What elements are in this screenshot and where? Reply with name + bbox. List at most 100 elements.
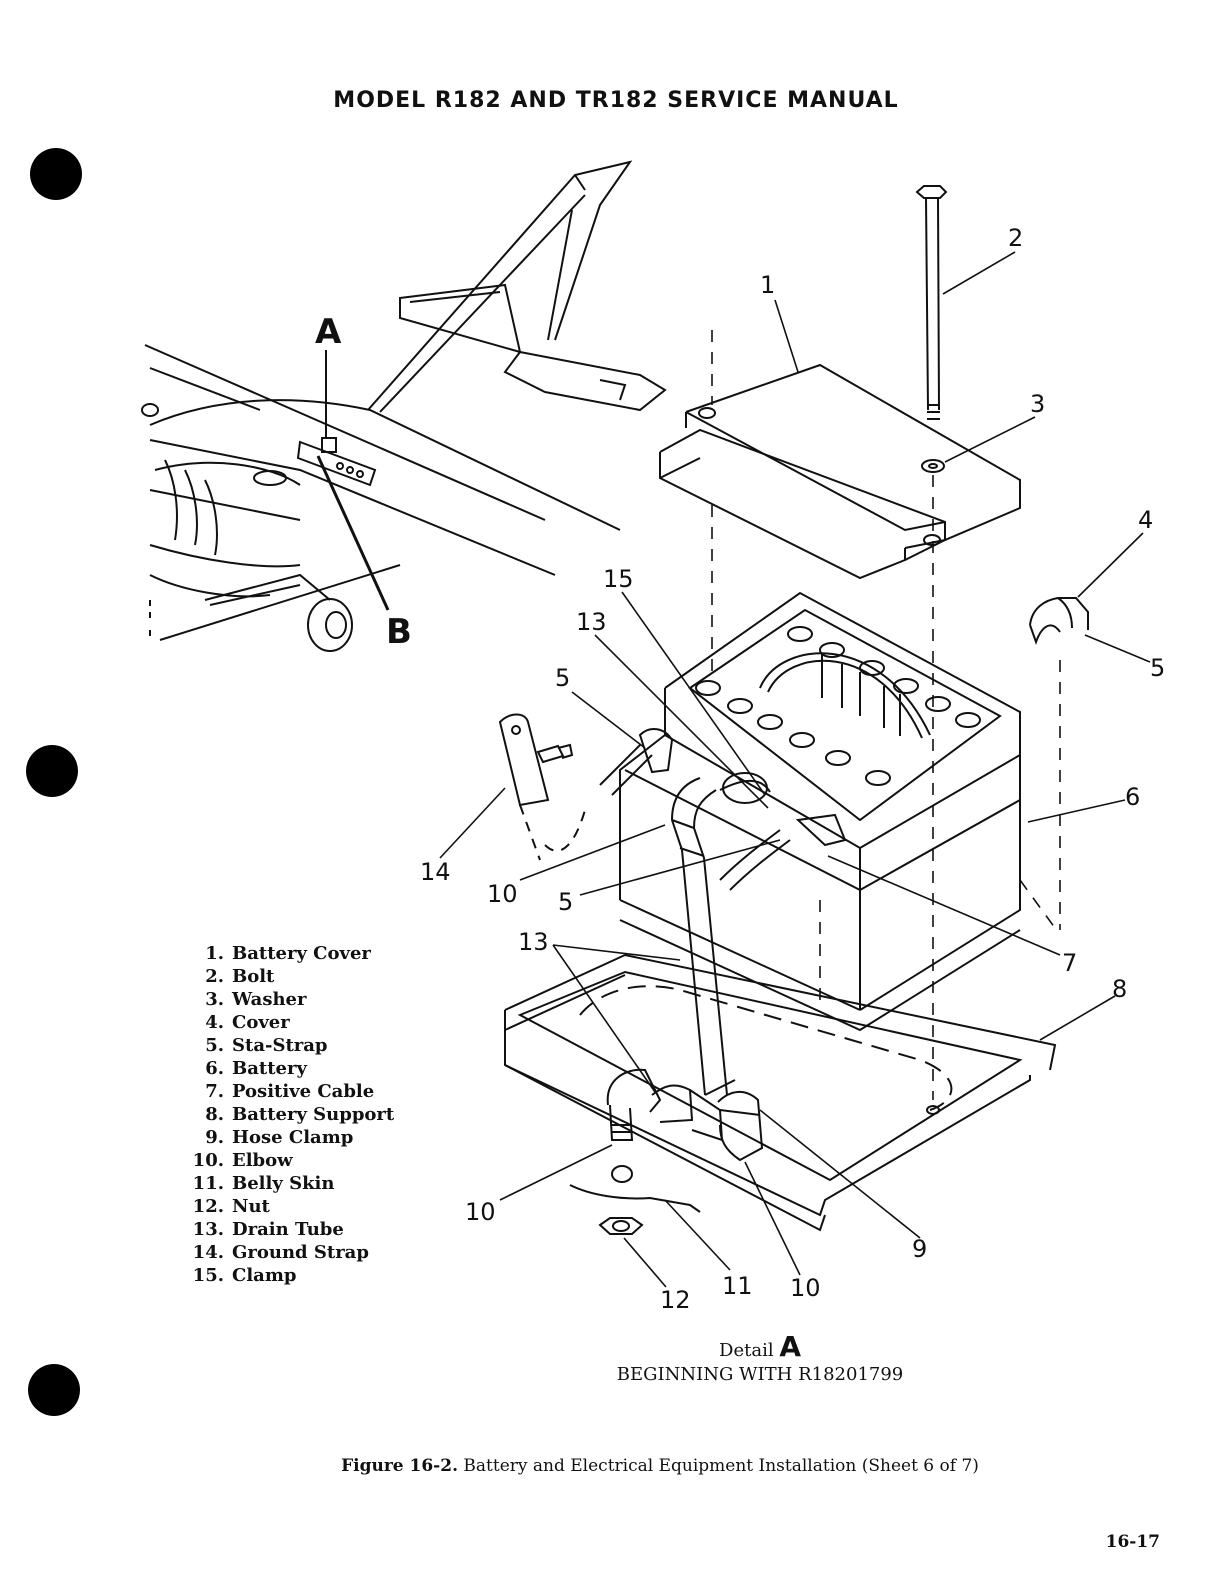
- figure-number: Figure 16-2.: [341, 1456, 458, 1476]
- leader-lines: [439, 251, 1151, 1288]
- legend-item-number: 3.: [205, 989, 224, 1010]
- legend-item-number: 15.: [192, 1265, 224, 1286]
- legend-item-number: 4.: [205, 1012, 224, 1033]
- sta-strap: [599, 728, 674, 796]
- legend-item: 12. Nut: [176, 1195, 394, 1218]
- legend-item: 6. Battery: [176, 1057, 394, 1080]
- view-label-b: B: [386, 612, 412, 652]
- legend-item-label: Elbow: [232, 1150, 293, 1171]
- callout-5-lower: 5: [558, 888, 573, 916]
- legend-item: 11. Belly Skin: [176, 1172, 394, 1195]
- legend-item: 5. Sta-Strap: [176, 1034, 394, 1057]
- access-panel-location: [296, 350, 390, 611]
- legend-item: 1. Battery Cover: [176, 942, 394, 965]
- legend-item-label: Hose Clamp: [232, 1127, 354, 1148]
- callout-7: 7: [1062, 949, 1077, 977]
- callout-14: 14: [420, 858, 451, 886]
- detail-letter: A: [779, 1330, 801, 1363]
- battery-support: [504, 953, 1057, 1232]
- battery-cover: [659, 363, 1021, 580]
- callout-1: 1: [760, 271, 775, 299]
- positive-cable: [719, 813, 847, 891]
- legend-item-number: 12.: [192, 1196, 224, 1217]
- washer: [921, 459, 945, 473]
- vertical-stabilizer: [367, 160, 633, 413]
- legend-item-label: Cover: [232, 1012, 290, 1033]
- legend-item-number: 1.: [205, 943, 224, 964]
- callout-4: 4: [1138, 506, 1153, 534]
- binder-hole-top: [30, 148, 82, 200]
- legend-item-number: 9.: [205, 1127, 224, 1148]
- legend-item-label: Belly Skin: [232, 1173, 335, 1194]
- legend-item-number: 10.: [192, 1150, 224, 1171]
- horizontal-stabilizer: [399, 283, 667, 412]
- lower-elbows: [569, 1068, 764, 1235]
- legend-item: 4. Cover: [176, 1011, 394, 1034]
- callout-10-upper: 10: [487, 880, 518, 908]
- aircraft-fuselage: [141, 344, 621, 641]
- callout-13-upper: 13: [576, 608, 607, 636]
- figure-title: Battery and Electrical Equipment Install…: [463, 1456, 979, 1476]
- landing-gear: [204, 573, 353, 652]
- legend-item-label: Sta-Strap: [232, 1035, 328, 1056]
- legend-item: 10. Elbow: [176, 1149, 394, 1172]
- callout-13-lower: 13: [518, 928, 549, 956]
- detail-word: Detail: [719, 1340, 774, 1361]
- legend-item-label: Drain Tube: [232, 1219, 344, 1240]
- detail-effectivity: BEGINNING WITH R18201799: [616, 1364, 904, 1385]
- view-label-a: A: [315, 312, 342, 352]
- legend-item-number: 5.: [205, 1035, 224, 1056]
- callout-5-left: 5: [555, 664, 570, 692]
- legend-item-number: 11.: [192, 1173, 224, 1194]
- legend-item-label: Battery: [232, 1058, 307, 1079]
- legend-item: 15. Clamp: [176, 1264, 394, 1287]
- legend-item: 9. Hose Clamp: [176, 1126, 394, 1149]
- legend-item: 7. Positive Cable: [176, 1080, 394, 1103]
- bolt: [915, 185, 948, 420]
- callout-2: 2: [1008, 224, 1023, 252]
- callout-11: 11: [722, 1272, 753, 1300]
- legend-item-label: Washer: [232, 989, 307, 1010]
- legend-item: 3. Washer: [176, 988, 394, 1011]
- legend-item-number: 14.: [192, 1242, 224, 1263]
- legend-item-label: Clamp: [232, 1265, 297, 1286]
- figure-caption: Figure 16-2. Battery and Electrical Equi…: [0, 1456, 1232, 1476]
- binder-hole-middle: [26, 745, 78, 797]
- assembly-centerlines: [711, 330, 1061, 1100]
- callout-12: 12: [660, 1286, 691, 1314]
- legend-item: 2. Bolt: [176, 965, 394, 988]
- callout-6: 6: [1125, 783, 1140, 811]
- legend-item-label: Battery Support: [232, 1104, 395, 1125]
- legend-item-label: Ground Strap: [232, 1242, 369, 1263]
- drain-tube: [670, 772, 771, 1096]
- callout-5-right: 5: [1150, 654, 1165, 682]
- ground-strap: [498, 713, 586, 861]
- legend-item-label: Positive Cable: [232, 1081, 375, 1102]
- detail-caption: Detail A BEGINNING WITH R18201799: [560, 1333, 960, 1387]
- legend-item-number: 13.: [192, 1219, 224, 1240]
- legend-item: 14. Ground Strap: [176, 1241, 394, 1264]
- callout-15: 15: [603, 565, 634, 593]
- binder-hole-bottom: [28, 1364, 80, 1416]
- legend-item-label: Nut: [232, 1196, 270, 1217]
- legend-item-label: Battery Cover: [232, 943, 371, 964]
- terminal-cover: [1029, 597, 1089, 646]
- callout-8: 8: [1112, 975, 1127, 1003]
- page-number: 16-17: [1105, 1532, 1160, 1552]
- callout-10-lower-right: 10: [790, 1274, 821, 1302]
- legend-item: 8. Battery Support: [176, 1103, 394, 1126]
- legend-item-number: 7.: [205, 1081, 224, 1102]
- callout-10-lower-left: 10: [465, 1198, 496, 1226]
- parts-legend: 1. Battery Cover 2. Bolt 3. Washer 4. Cover 5. St…: [176, 942, 395, 1287]
- page-header: MODEL R182 AND TR182 SERVICE MANUAL: [333, 88, 899, 113]
- legend-item-label: Bolt: [232, 966, 275, 987]
- legend-item-number: 8.: [205, 1104, 224, 1125]
- battery: [619, 591, 1021, 1032]
- legend-item-number: 6.: [205, 1058, 224, 1079]
- callout-9: 9: [912, 1235, 927, 1263]
- legend-item-number: 2.: [205, 966, 224, 987]
- legend-item: 13. Drain Tube: [176, 1218, 394, 1241]
- callout-3: 3: [1030, 390, 1045, 418]
